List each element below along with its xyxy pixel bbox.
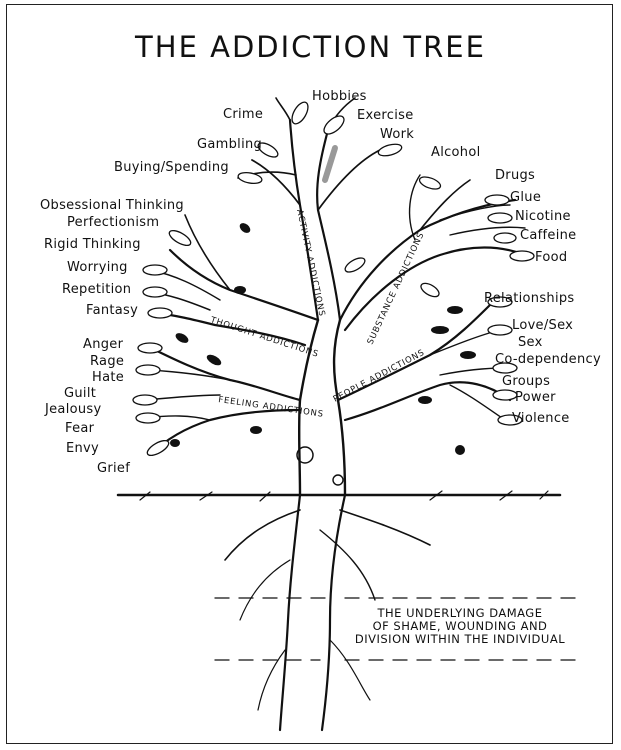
label-fear: Fear [65,421,94,436]
label-perfectionism: Perfectionism [67,215,159,230]
label-obsessional-thinking: Obsessional Thinking [40,198,184,213]
label-anger: Anger [83,337,123,352]
label-nicotine: Nicotine [515,209,571,224]
label-jealousy: Jealousy [45,402,101,417]
roots-caption: THE UNDERLYING DAMAGE OF SHAME, WOUNDING… [335,607,585,646]
label-violence: Violence [512,411,570,426]
label-work: Work [380,127,414,142]
roots-caption-line-3: DIVISION WITHIN THE INDIVIDUAL [335,633,585,646]
label-sex: Sex [518,335,543,350]
thought-addictions-label: THOUGHT ADDICTIONS [208,315,320,360]
label-exercise: Exercise [357,108,414,123]
label-alcohol: Alcohol [431,145,481,160]
label-buying-spending: Buying/Spending [114,160,229,175]
label-glue: Glue [510,190,541,205]
label-rigid-thinking: Rigid Thinking [44,237,141,252]
label-food: Food [535,250,567,265]
label-relationships: Relationships [484,291,574,306]
label-repetition: Repetition [62,282,131,297]
label-worrying: Worrying [67,260,128,275]
feeling-addictions-label: FEELING ADDICTIONS [218,395,325,420]
label-crime: Crime [223,107,263,122]
label-hobbies: Hobbies [312,89,367,104]
label-hate: Hate [92,370,124,385]
label-caffeine: Caffeine [520,228,576,243]
label-rage: Rage [90,354,124,369]
label-guilt: Guilt [64,386,96,401]
label-power: Power [515,390,556,405]
label-gambling: Gambling [197,137,262,152]
label-drugs: Drugs [495,168,535,183]
label-groups: Groups [502,374,550,389]
label-grief: Grief [97,461,130,476]
label-envy: Envy [66,441,99,456]
label-love-sex: Love/Sex [512,318,573,333]
label-fantasy: Fantasy [86,303,138,318]
label-co-dependency: Co-dependency [495,352,601,367]
